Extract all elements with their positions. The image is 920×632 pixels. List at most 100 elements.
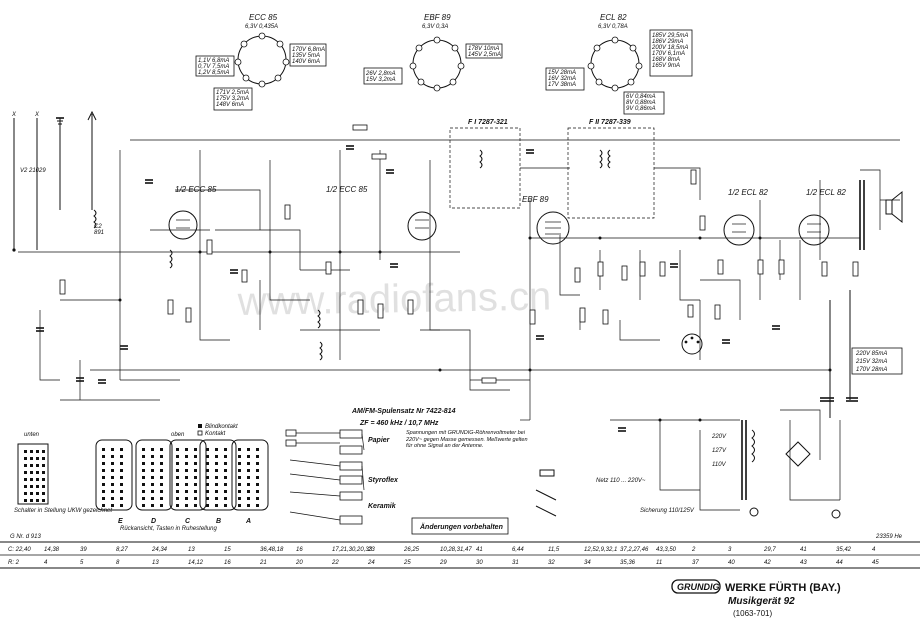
switch-contact — [256, 497, 259, 500]
switch-contact — [224, 462, 227, 465]
net-label: Netz 110 ... 220V~ — [596, 478, 646, 484]
grid_row_1-cell: 11,5 — [548, 547, 560, 553]
switch-contact — [151, 490, 154, 493]
switch-contact — [120, 455, 123, 458]
switch-contact — [111, 504, 114, 507]
schematic-tubes: 1/2 ECC 85 1/2 ECC 85 EBF 89 1/2 ECL 82 … — [168, 185, 846, 246]
switch-contact — [176, 462, 179, 465]
grid_row_1-cell: 41 — [800, 547, 807, 553]
switch-contact — [247, 462, 250, 465]
if-filter-2-label: F II 7287-339 — [589, 119, 631, 126]
grid_row_2-cell: 44 — [836, 560, 843, 566]
grid_row_2-cell: 25 — [403, 560, 411, 566]
switch-contact — [36, 478, 39, 481]
switch-contact — [142, 504, 145, 507]
svg-text:148V 6mA: 148V 6mA — [216, 102, 244, 108]
svg-text:26V 2,8mA: 26V 2,8mA — [365, 71, 396, 77]
switch-contact — [194, 448, 197, 451]
switch-note: Schalter in Stellung UKW gezeichnet — [14, 508, 112, 514]
switch-contact — [256, 476, 259, 479]
svg-text:170V 6,8mA: 170V 6,8mA — [292, 47, 325, 53]
switch-contact — [238, 448, 241, 451]
coil-set-block: AM/FM-Spulensatz Nr 7422-814 ZF = 460 kH… — [351, 408, 456, 427]
switch-contact — [142, 469, 145, 472]
brand-name: GRUNDIG — [677, 582, 720, 592]
switch-contact — [102, 448, 105, 451]
grid_row_1-cell: 4 — [872, 547, 876, 553]
switch-contact — [42, 485, 45, 488]
switch-contact — [238, 483, 241, 486]
grid_row_2-cell: 43 — [800, 560, 807, 566]
switch-contact — [185, 497, 188, 500]
switch-contact — [30, 471, 33, 474]
switch-contact — [160, 497, 163, 500]
components — [36, 124, 903, 519]
tube-label-4: 1/2 ECL 82 — [728, 188, 768, 197]
switch-contact — [247, 455, 250, 458]
grid_row_2-cell: 5 — [80, 560, 84, 566]
switch-contact — [120, 497, 123, 500]
svg-text:175V 3,2mA: 175V 3,2mA — [216, 96, 249, 102]
switch-contact — [215, 462, 218, 465]
switch-contact — [24, 450, 27, 453]
measurement-note-text: Spannungen mit GRUNDIG-Röhrenvoltmeter b… — [406, 430, 528, 450]
pinout-ecc85-type: ECC 85 — [249, 13, 278, 22]
grid_row_2-cell: 35,36 — [620, 560, 636, 566]
switch-contact — [36, 450, 39, 453]
switch-contact — [160, 448, 163, 451]
switch-contact — [247, 483, 250, 486]
switch-contact — [111, 476, 114, 479]
svg-text:168V 8mA: 168V 8mA — [652, 57, 680, 63]
svg-text:16V 32mA: 16V 32mA — [548, 76, 576, 82]
coil-set-title: AM/FM-Spulensatz Nr 7422-814 — [351, 408, 456, 415]
switch-contact — [206, 448, 209, 451]
switch-contact — [247, 490, 250, 493]
switch-contact — [151, 483, 154, 486]
svg-text:17V 38mA: 17V 38mA — [548, 82, 576, 88]
svg-text:X: X — [34, 112, 40, 118]
switch-contact — [256, 448, 259, 451]
switch-contact — [256, 483, 259, 486]
switch-contact — [30, 450, 33, 453]
switch-contact — [224, 455, 227, 458]
svg-text:8V 0,88mA: 8V 0,88mA — [626, 100, 656, 106]
switch-contact — [215, 448, 218, 451]
fuse-label: Sicherung 110/125V — [640, 508, 695, 514]
switch-contact — [42, 499, 45, 502]
switch-contact — [215, 490, 218, 493]
switch-contact — [24, 492, 27, 495]
switch-contact — [42, 450, 45, 453]
switch-contact — [247, 476, 250, 479]
grid_row_2-cell: 37 — [692, 560, 699, 566]
switch-contact — [238, 476, 241, 479]
tube-label-3: EBF 89 — [522, 195, 549, 204]
coil-set-frequency: ZF = 460 kHz / 10,7 MHz — [359, 420, 439, 427]
switch-view-unten: unten — [24, 432, 40, 438]
svg-text:6V 0,84mA: 6V 0,84mA — [626, 94, 656, 100]
switch-contact — [160, 483, 163, 486]
switch-contact — [111, 483, 114, 486]
switch-contact — [224, 469, 227, 472]
grid_row_2-cell: 13 — [152, 560, 159, 566]
switch-view-oben: oben — [171, 432, 185, 438]
switch-contact — [194, 497, 197, 500]
doc-number: G Nr. d 913 — [10, 534, 41, 540]
grid_row_1-cell: 29,7 — [763, 547, 776, 553]
switch-contact — [151, 455, 154, 458]
svg-text:135V 5mA: 135V 5mA — [292, 53, 320, 59]
grid_row_1-cell: 14,38 — [44, 547, 60, 553]
switch-contact — [176, 490, 179, 493]
switch-contact — [102, 476, 105, 479]
grid_row_1-cell: 16 — [296, 547, 303, 553]
switch-contact — [120, 504, 123, 507]
switch-contact — [24, 499, 27, 502]
manufacturer: WERKE FÜRTH (BAY.) — [725, 581, 841, 594]
svg-text:185V 29,5mA: 185V 29,5mA — [652, 33, 688, 39]
grid_row_1-cell: 3 — [728, 547, 732, 553]
grid_row_1-cell: 10,28,31,47 — [440, 547, 472, 553]
sheet-number: 23359 He — [875, 534, 903, 540]
grid_row_2-cell: 22 — [331, 560, 339, 566]
switch-contact — [160, 490, 163, 493]
switch-contact — [42, 464, 45, 467]
